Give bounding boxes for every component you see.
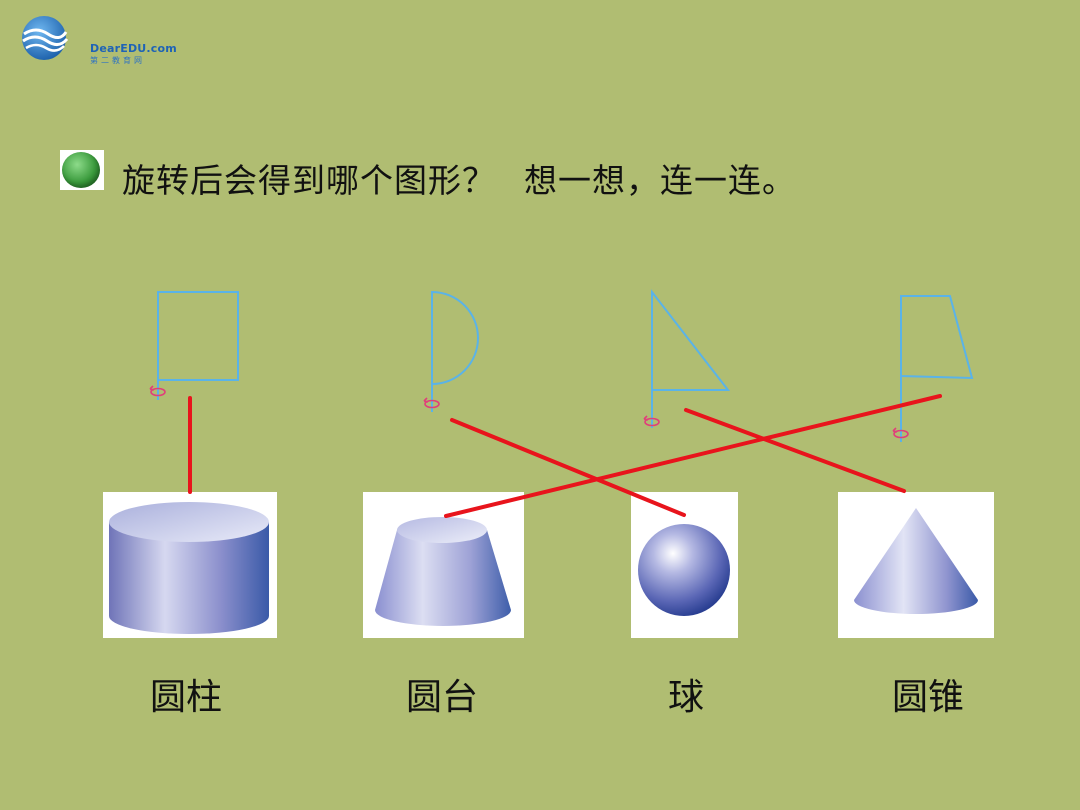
match-line-triangle-cone: [684, 408, 906, 493]
green-bullet-icon: [60, 150, 104, 190]
match-line-trapezoid-frustum: [444, 394, 942, 518]
rectangle-figure: [157, 291, 239, 400]
label-cone: 圆锥: [891, 677, 964, 718]
page-title: 旋转后会得到哪个图形？ 想一想，连一连。: [122, 154, 796, 202]
triangle-figure: [651, 289, 731, 428]
dearedu-logo: DearEDU.com 第二教育网: [18, 14, 178, 65]
title-instruction: 想一想，连一连。: [524, 161, 796, 200]
sphere-icon: [638, 524, 730, 616]
logo-brand-text: DearEDU.com: [90, 42, 177, 55]
logo-globe-icon: [22, 16, 69, 60]
rotation-arrow-icon: [149, 385, 166, 397]
logo-subtitle-text: 第二教育网: [90, 56, 145, 65]
cylinder-icon: [109, 502, 269, 634]
rotation-arrow-icon: [892, 427, 909, 439]
cone-icon: [854, 508, 978, 614]
label-frustum: 圆台: [405, 677, 478, 718]
rotation-arrow-icon: [643, 415, 660, 427]
semicircle-figure: [431, 290, 479, 412]
label-sphere: 球: [667, 677, 704, 718]
match-line-semicircle-sphere: [450, 418, 686, 517]
rotation-arrow-icon: [423, 397, 440, 409]
label-cylinder: 圆柱: [149, 677, 222, 718]
card-cone[interactable]: [838, 492, 994, 638]
card-cylinder[interactable]: [103, 492, 277, 638]
frustum-icon: [375, 517, 511, 626]
title-question: 旋转后会得到哪个图形？: [122, 161, 496, 200]
trapezoid-figure: [900, 295, 974, 442]
card-frustum[interactable]: [363, 492, 524, 638]
